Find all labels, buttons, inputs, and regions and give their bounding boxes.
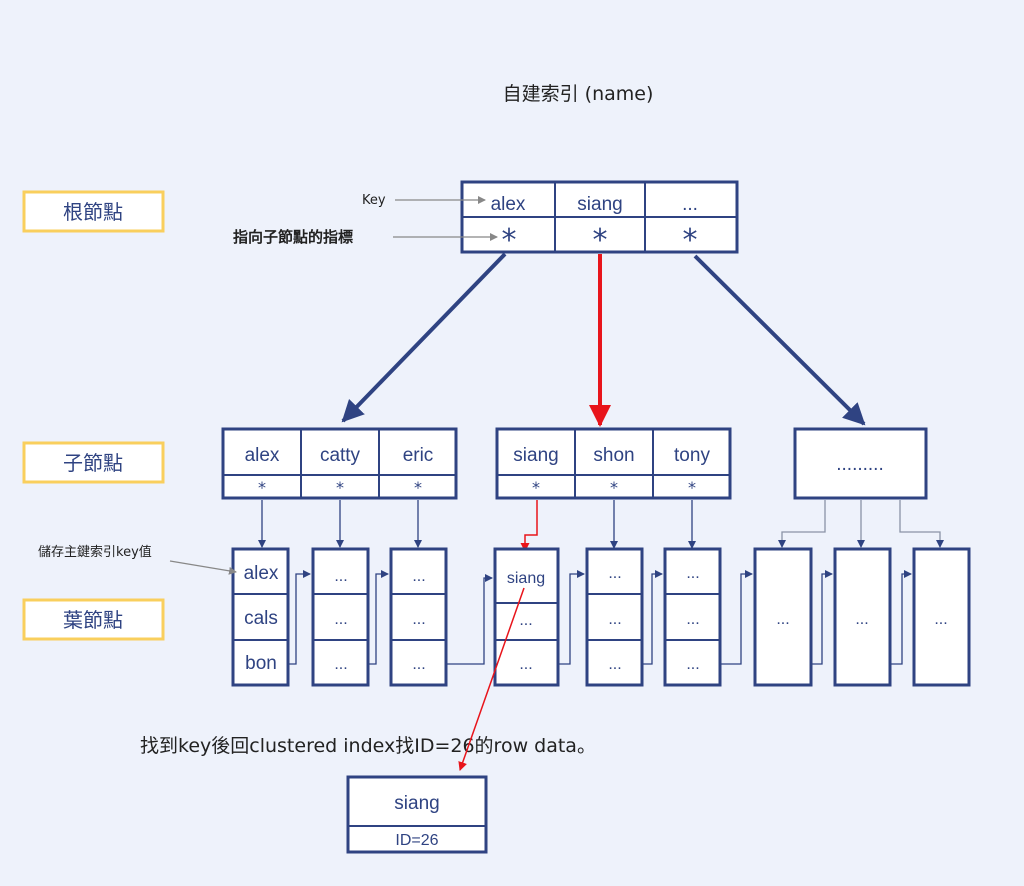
child3-placeholder: ......... — [836, 454, 884, 475]
leaf4-row-1: siang — [507, 570, 545, 587]
child1-pointer-3: * — [414, 478, 422, 497]
result-id: ID=26 — [395, 832, 438, 849]
root-pointer-3: * — [683, 223, 698, 258]
root-node: alex siang ... * * * — [460, 180, 739, 258]
leaf5-row-3: ... — [608, 656, 621, 673]
leaf2-row-3: ... — [334, 656, 347, 673]
root-key-1: alex — [491, 194, 526, 215]
child-node-1: alex catty eric * * * — [221, 427, 458, 500]
leaf6-row-1: ... — [686, 565, 699, 582]
child-node-3: ......... — [793, 427, 928, 500]
root-key-3: ... — [682, 194, 698, 215]
child2-key-3: tony — [674, 445, 710, 466]
child1-pointer-2: * — [336, 478, 344, 497]
child1-key-1: alex — [245, 445, 280, 466]
leaf5-row-2: ... — [608, 611, 621, 628]
child-level-text: 子節點 — [63, 451, 123, 475]
lookup-arrow — [458, 587, 525, 771]
leaf-node-1: alex cals bon — [231, 547, 290, 687]
root-key-2: siang — [577, 194, 622, 215]
leaf3-row-1: ... — [412, 568, 425, 585]
child2-key-1: siang — [513, 445, 558, 466]
root-pointer-1: * — [502, 223, 517, 258]
leaf-node-9: ... — [912, 547, 971, 687]
stored-key-note-arrow — [169, 560, 237, 575]
leaf-node-6: ... ... ... — [663, 547, 722, 687]
leaf4-row-2: ... — [519, 612, 532, 629]
leaf1-row-3: bon — [245, 653, 277, 674]
leaf6-row-2: ... — [686, 611, 699, 628]
root-pointer-2: * — [593, 223, 608, 258]
root-level-text: 根節點 — [63, 200, 123, 224]
pointer-note: 指向子節點的指標 — [233, 228, 353, 246]
leaf4-row-3: ... — [519, 656, 532, 673]
lookup-note: 找到key後回clustered index找ID=26的row data。 — [140, 735, 596, 757]
leaf9-placeholder: ... — [934, 611, 947, 628]
leaf-node-4: siang ... ... — [493, 547, 560, 687]
leaf-sibling-links — [289, 570, 912, 665]
key-note: Key — [362, 193, 386, 208]
leaf3-row-3: ... — [412, 656, 425, 673]
leaf7-placeholder: ... — [776, 611, 789, 628]
leaf1-row-1: alex — [244, 563, 279, 584]
leaf2-row-1: ... — [334, 568, 347, 585]
leaf-node-5: ... ... ... — [585, 547, 644, 687]
child1-key-2: catty — [320, 445, 361, 466]
child2-pointer-3: * — [688, 478, 696, 497]
leaf-level-text: 葉節點 — [63, 608, 123, 632]
leaf3-row-2: ... — [412, 611, 425, 628]
leaf1-row-2: cals — [244, 608, 278, 629]
child1-key-3: eric — [403, 445, 434, 466]
root-to-child3-arrow — [693, 254, 866, 426]
level-label-root: 根節點 — [22, 190, 165, 233]
child2-key-2: shon — [593, 445, 634, 466]
level-label-leaf: 葉節點 — [22, 598, 165, 641]
level-label-child: 子節點 — [22, 441, 165, 484]
leaf8-placeholder: ... — [855, 611, 868, 628]
leaf-node-7: ... — [753, 547, 813, 687]
child-node-2: siang shon tony * * * — [495, 427, 732, 500]
leaf-node-2: ... ... ... — [311, 547, 370, 687]
leaf-node-3: ... ... ... — [389, 547, 448, 687]
leaf2-row-2: ... — [334, 611, 347, 628]
child2-pointer-2: * — [610, 478, 618, 497]
root-to-child1-arrow — [341, 252, 507, 423]
diagram-title: 自建索引 (name) — [503, 83, 654, 105]
stored-key-note: 儲存主鍵索引key值 — [38, 544, 152, 560]
child1-pointer-1: * — [258, 478, 266, 497]
result-key: siang — [394, 793, 439, 814]
child2-pointer-1: * — [532, 478, 540, 497]
result-node: siang ID=26 — [346, 775, 488, 854]
child-to-leaf-connectors — [258, 500, 944, 552]
leaf6-row-3: ... — [686, 656, 699, 673]
leaf-node-8: ... — [833, 547, 892, 687]
leaf5-row-1: ... — [608, 565, 621, 582]
